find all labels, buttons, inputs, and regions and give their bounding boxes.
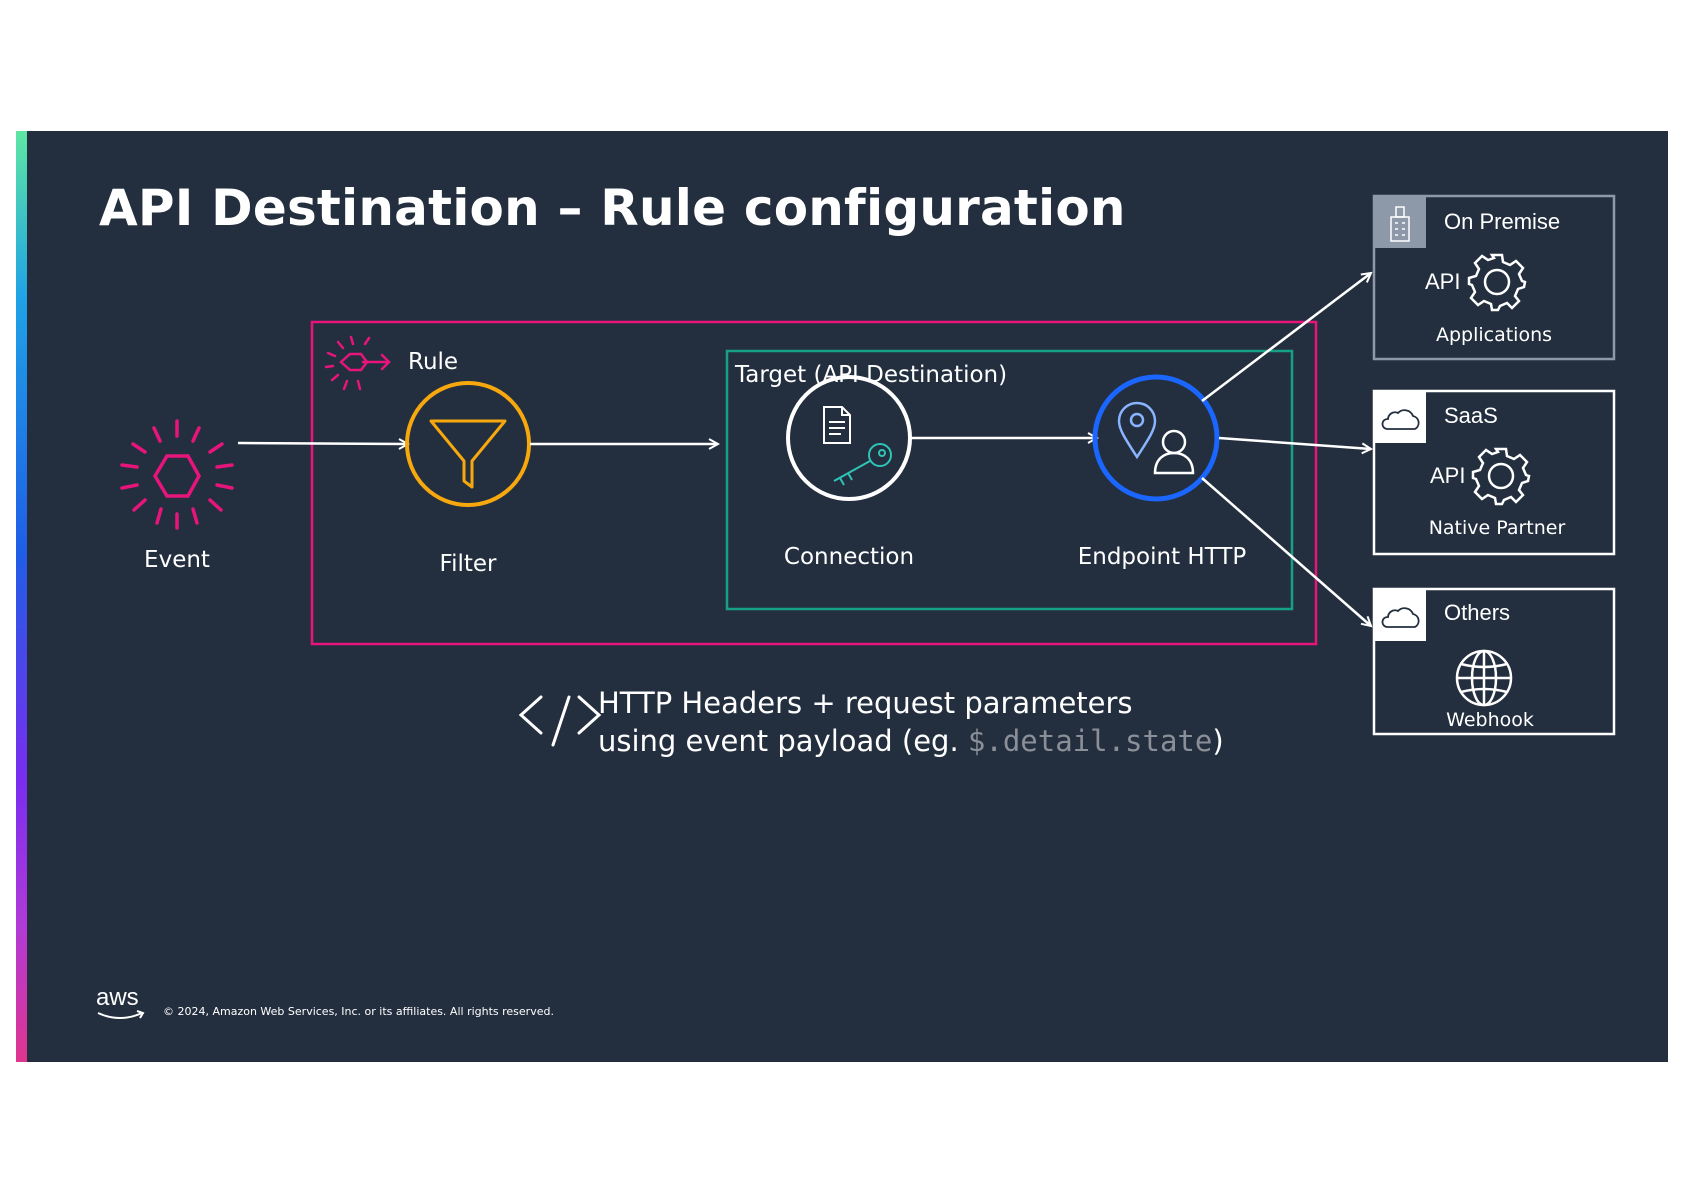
building-icon [1390,206,1410,242]
arrow-event-to-filter [237,443,408,444]
rule-icon [324,335,391,391]
event-icon [120,419,234,530]
target-label: Target (API Destination) [734,362,1007,388]
rule-label: Rule [408,349,458,375]
destination-others: Others Webhook [1372,587,1616,736]
on-premise-title: On Premise [1444,209,1560,234]
on-premise-caption: Applications [1436,324,1552,346]
saas-caption: Native Partner [1429,517,1566,539]
target-container [725,349,1294,611]
copyright-notice: © 2024, Amazon Web Services, Inc. or its… [163,1005,554,1018]
event-label: Event [144,547,210,573]
code-icon [518,695,602,747]
json-path-example: $.detail.state [967,724,1213,758]
payload-note-line2: using event payload (eg. $.detail.state) [598,724,1224,758]
filter-node [405,381,531,507]
arrow-to-on-premise [1201,273,1371,402]
slide: API Destination – Rule configuration Rul… [16,131,1668,1062]
filter-label: Filter [440,551,498,577]
cloud-icon [1381,409,1420,430]
document-icon [823,406,851,444]
payload-note-line1: HTTP Headers + request parameters [598,686,1133,720]
connection-label: Connection [784,544,914,570]
connection-node [786,375,912,501]
destination-saas: SaaS API Native Partner [1372,389,1616,556]
others-caption: Webhook [1446,709,1534,731]
key-icon [833,443,892,486]
gear-icon [1471,447,1531,506]
globe-icon [1455,649,1513,707]
slide-title: API Destination – Rule configuration [99,179,1126,237]
cloud-icon [1381,607,1420,628]
saas-title: SaaS [1444,403,1498,428]
arrow-to-others [1201,477,1371,626]
architecture-diagram: Rule Target (API Destination) Event [96,194,1616,1019]
others-title: Others [1444,600,1510,625]
aws-logo: aws [96,984,145,1019]
arrow-to-saas [1218,436,1371,449]
user-icon [1153,429,1195,475]
svg-text:aws: aws [96,984,139,1011]
payload-note: HTTP Headers + request parameters using … [598,684,1224,760]
gradient-accent-bar [16,131,27,1062]
location-pin-icon [1117,401,1157,460]
on-premise-api-label: API [1425,269,1460,294]
endpoint-node [1092,374,1220,502]
destination-on-premise: On Premise API Applications [1372,194,1616,361]
rule-container [310,320,1318,646]
endpoint-label: Endpoint HTTP [1078,544,1247,570]
gear-icon [1467,253,1527,312]
saas-api-label: API [1430,463,1465,488]
funnel-icon [429,419,507,489]
